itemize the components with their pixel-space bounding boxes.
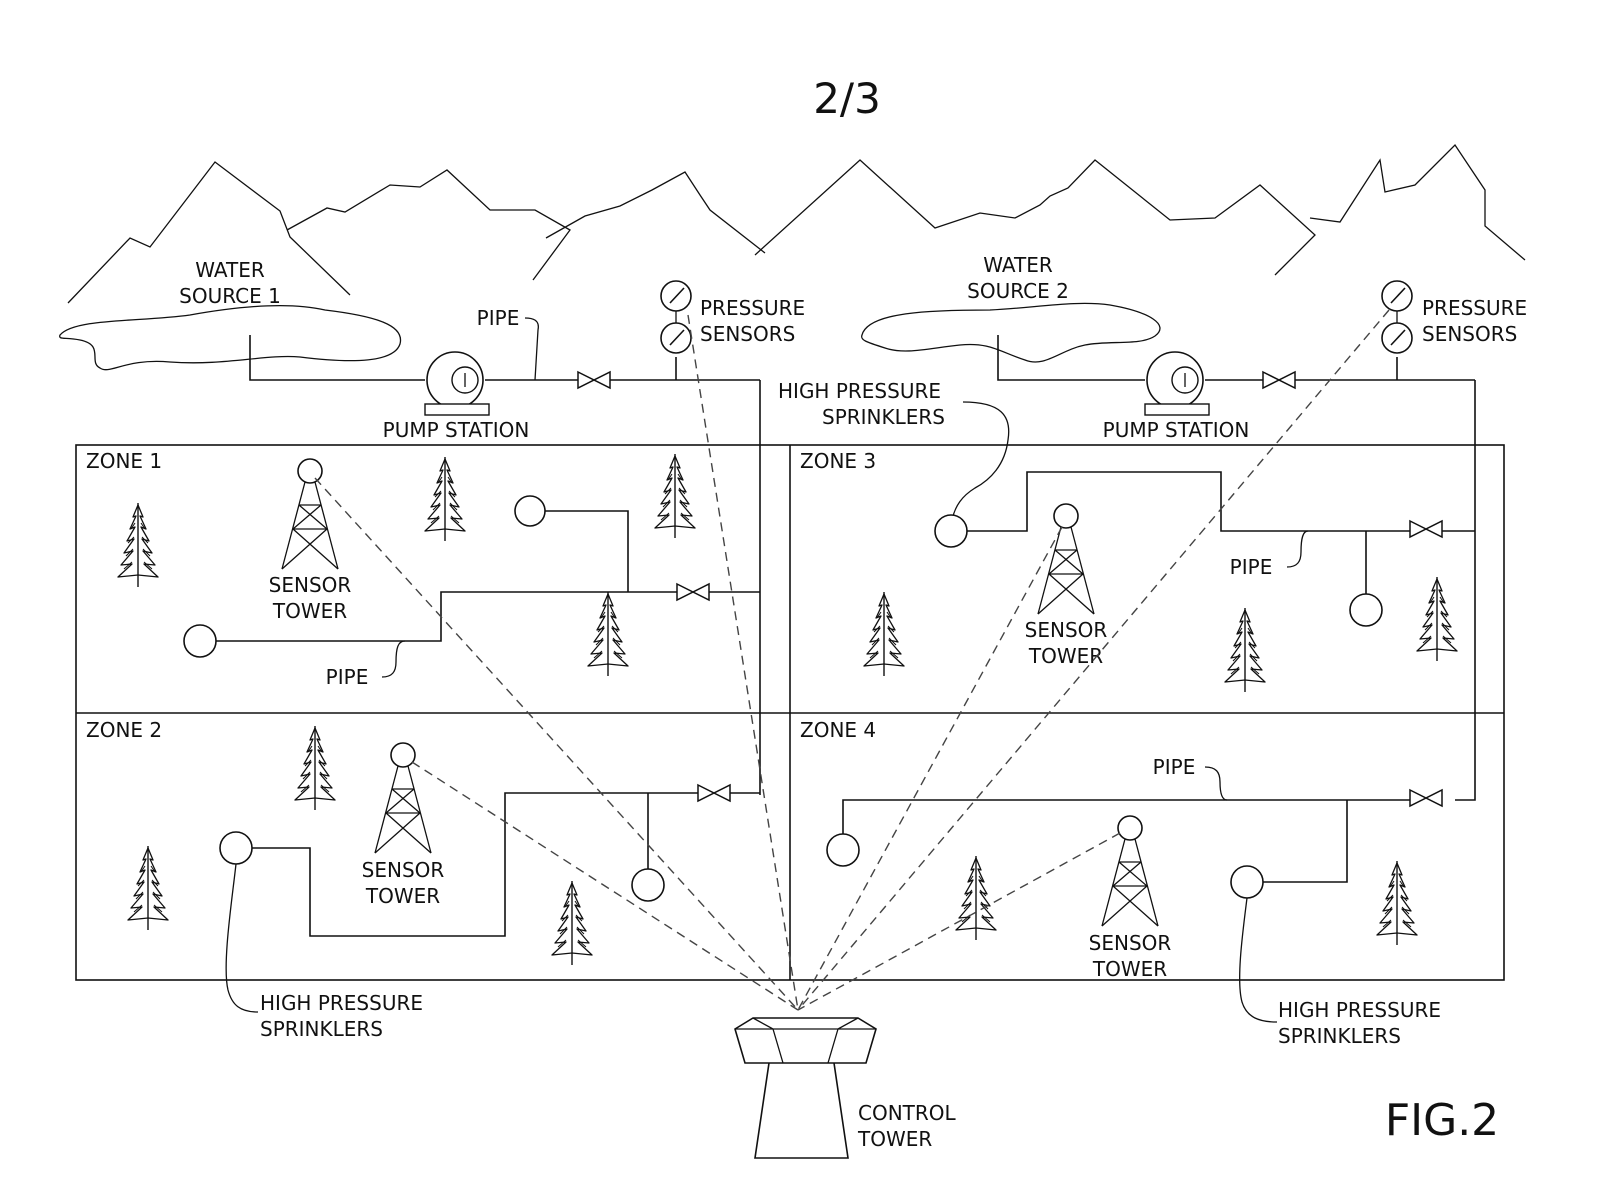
sensor-tower-2-line2: TOWER — [365, 884, 440, 908]
tree — [424, 456, 466, 542]
pipeline-left: PIPE — [249, 306, 761, 795]
pipe-label-zone-4: PIPE — [1153, 755, 1196, 779]
water-source-1-line2: SOURCE 1 — [179, 284, 281, 308]
sprinkler-head — [183, 624, 217, 658]
water-source-2: WATER SOURCE 2 — [860, 253, 1161, 363]
tree — [1224, 607, 1266, 693]
sensor-tower-2-line1: SENSOR — [362, 858, 445, 882]
water-source-1-line1: WATER — [195, 258, 265, 282]
sprinklers-left-line1: HIGH PRESSURE — [260, 991, 423, 1015]
sprinkler-head — [934, 514, 968, 548]
pressure-sensors-2: PRESSURE SENSORS — [1381, 280, 1527, 354]
pressure-sensors-1: PRESSURE SENSORS — [660, 280, 805, 354]
valve-icons — [577, 370, 1443, 808]
page-number: 2/3 — [813, 74, 881, 123]
sprinklers-top-line1: HIGH PRESSURE — [778, 379, 941, 403]
control-tower-line1: CONTROL — [858, 1101, 957, 1125]
sensor-tower-4-line2: TOWER — [1092, 957, 1167, 981]
zone-4: SENSOR TOWER PIPE — [826, 755, 1418, 981]
sensor-tower-3 — [1037, 503, 1095, 615]
tree — [587, 591, 629, 677]
sprinklers-label-left: HIGH PRESSURE SPRINKLERS — [225, 863, 423, 1041]
water-source-2-line1: WATER — [983, 253, 1053, 277]
pipe-label-zone-1: PIPE — [326, 665, 369, 689]
tree — [863, 591, 905, 677]
zone-2-label: ZONE 2 — [86, 718, 162, 742]
zone-1-label: ZONE 1 — [86, 449, 162, 473]
tree — [127, 845, 169, 931]
pump-station-1: PUMP STATION — [383, 351, 530, 442]
sensor-tower-1 — [281, 458, 339, 570]
pressure-sensors-2-line1: PRESSURE — [1422, 296, 1527, 320]
sensor-tower-2 — [374, 742, 432, 854]
tree — [955, 855, 997, 941]
pipe-label-source-1: PIPE — [477, 306, 520, 330]
sprinkler-head — [219, 831, 253, 865]
zone-grid — [75, 444, 1505, 981]
tree — [294, 725, 336, 811]
wireless-links — [314, 309, 1390, 1011]
tree — [1376, 860, 1418, 946]
tree — [654, 453, 696, 539]
sensor-tower-1-line2: TOWER — [272, 599, 347, 623]
sensor-tower-3-line2: TOWER — [1028, 644, 1103, 668]
zone-1: SENSOR TOWER PIPE — [117, 453, 760, 689]
sensor-tower-4-line1: SENSOR — [1089, 931, 1172, 955]
pump-station-2: PUMP STATION — [1103, 351, 1250, 442]
sprinklers-label-right: HIGH PRESSURE SPRINKLERS — [1239, 897, 1441, 1048]
mountain-range — [67, 143, 1526, 304]
pipe-label-zone-3: PIPE — [1230, 555, 1273, 579]
zone-3: SENSOR TOWER PIPE — [863, 471, 1475, 693]
tree — [117, 502, 159, 588]
pump-station-1-label: PUMP STATION — [383, 418, 530, 442]
pressure-sensors-1-line2: SENSORS — [700, 322, 795, 346]
water-source-2-line2: SOURCE 2 — [967, 279, 1069, 303]
pump-station-2-label: PUMP STATION — [1103, 418, 1250, 442]
sensor-tower-3-line1: SENSOR — [1025, 618, 1108, 642]
tree — [551, 880, 593, 966]
sprinkler-head — [1230, 865, 1264, 899]
sprinkler-head — [1349, 593, 1383, 627]
water-source-1: WATER SOURCE 1 — [59, 258, 402, 371]
sensor-tower-4 — [1101, 815, 1159, 927]
zone-2: SENSOR TOWER — [127, 725, 760, 966]
sensor-tower-1-line1: SENSOR — [269, 573, 352, 597]
pressure-sensors-1-line1: PRESSURE — [700, 296, 805, 320]
control-tower-line2: TOWER — [857, 1127, 932, 1151]
sprinklers-right-line1: HIGH PRESSURE — [1278, 998, 1441, 1022]
control-tower: CONTROL TOWER — [734, 1017, 957, 1159]
sprinkler-head — [826, 833, 860, 867]
pressure-sensors-2-line2: SENSORS — [1422, 322, 1517, 346]
pipeline-right — [997, 335, 1476, 801]
sprinklers-top-line2: SPRINKLERS — [822, 405, 945, 429]
sprinkler-head — [631, 868, 665, 902]
sprinkler-head — [514, 495, 546, 527]
sprinklers-left-line2: SPRINKLERS — [260, 1017, 383, 1041]
figure-label: FIG.2 — [1385, 1095, 1499, 1146]
zone-4-label: ZONE 4 — [800, 718, 876, 742]
sprinklers-label-top: HIGH PRESSURE SPRINKLERS — [778, 379, 1010, 521]
zone-3-label: ZONE 3 — [800, 449, 876, 473]
tree — [1416, 576, 1458, 662]
sprinklers-right-line2: SPRINKLERS — [1278, 1024, 1401, 1048]
